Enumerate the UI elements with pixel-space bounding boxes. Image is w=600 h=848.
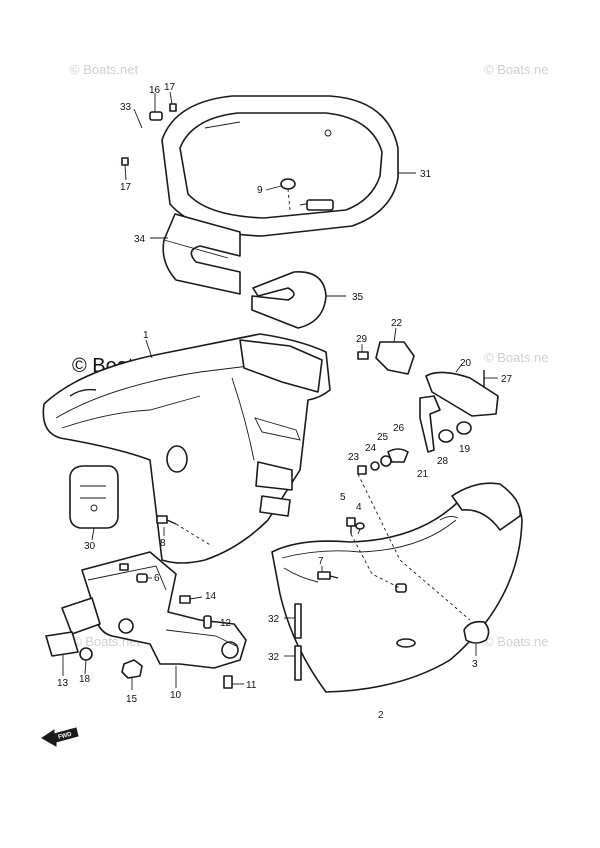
- callout-30: 30: [84, 541, 96, 552]
- callout-24: 24: [365, 443, 377, 454]
- callout-8: 8: [160, 538, 166, 549]
- part-6: [136, 573, 148, 583]
- hose-part-33: [110, 103, 177, 166]
- callout-17-bottom: 17: [120, 182, 132, 193]
- callout-20: 20: [460, 358, 472, 369]
- callout-13: 13: [57, 678, 69, 689]
- hardware-parts: [45, 517, 365, 689]
- bracket-part-21: [419, 395, 441, 453]
- watermark-mid-right: © Boats.ne: [484, 350, 549, 365]
- callout-26: 26: [393, 423, 405, 434]
- assembly-lines: [175, 188, 471, 621]
- callout-23: 23: [348, 452, 360, 463]
- callout-27: 27: [501, 374, 513, 385]
- foam-part-34: [162, 213, 241, 295]
- leader-lines: [62, 91, 498, 690]
- callout-25: 25: [377, 432, 389, 443]
- callout-31: 31: [420, 169, 432, 180]
- watermark-top-right: © Boats.ne: [484, 62, 549, 77]
- callout-labels: 33 16 17 17 9 31 34 35 1 22 29 20 27 26 …: [57, 82, 513, 721]
- screw-part-23: [357, 465, 367, 475]
- callout-3: 3: [472, 659, 478, 670]
- clip-part-17-bottom: [121, 157, 129, 166]
- callout-33: 33: [120, 102, 132, 113]
- callout-32-top: 32: [268, 614, 280, 625]
- callout-15: 15: [126, 694, 138, 705]
- part-14: [179, 595, 191, 604]
- part-13: [45, 631, 79, 657]
- lever-part-20: [425, 371, 499, 417]
- cover-part-30: [69, 465, 119, 529]
- callout-5: 5: [340, 492, 346, 503]
- clip-part-17-top: [169, 103, 177, 112]
- fwd-label: FWD: [58, 732, 73, 741]
- screw-part-7: [317, 571, 331, 580]
- callout-11: 11: [246, 680, 257, 691]
- callout-14: 14: [205, 591, 217, 602]
- callout-4: 4: [356, 502, 362, 513]
- part-26: [387, 448, 409, 463]
- callout-7: 7: [318, 556, 324, 567]
- watermark-top-center: © Boats.net: [70, 62, 139, 77]
- callout-2: 2: [378, 710, 384, 721]
- callout-35: 35: [352, 292, 364, 303]
- plug-part-3: [463, 620, 490, 644]
- part-28: [438, 429, 454, 443]
- callout-17-top: 17: [164, 82, 176, 93]
- callout-21: 21: [417, 469, 429, 480]
- grommet-part-9: [280, 178, 296, 190]
- callout-18: 18: [79, 674, 91, 685]
- callout-6: 6: [154, 573, 160, 584]
- screw-part-5: [346, 517, 356, 527]
- forward-arrow-icon: FWD: [41, 727, 79, 747]
- callout-34: 34: [134, 234, 146, 245]
- seal-frame-part-31: [161, 95, 399, 237]
- callout-10: 10: [170, 690, 182, 701]
- callout-32-bottom: 32: [268, 652, 280, 663]
- lower-cowling-part-1: [42, 333, 331, 564]
- bolt-part-11: [223, 675, 233, 689]
- callout-12: 12: [220, 618, 232, 629]
- strip-part-32-bottom: [294, 645, 302, 681]
- callout-9: 9: [257, 185, 263, 196]
- strip-part-32-top: [294, 603, 302, 639]
- callout-28: 28: [437, 456, 449, 467]
- washer-part-24: [370, 461, 380, 471]
- callout-1: 1: [143, 330, 149, 341]
- callout-16: 16: [149, 85, 161, 96]
- foam-part-35: [251, 271, 327, 329]
- part-12: [203, 615, 212, 629]
- latch-assembly: [357, 341, 499, 475]
- callout-19: 19: [459, 444, 471, 455]
- washer-part-25: [380, 455, 392, 467]
- watermark-bottom-right: © Boats.ne: [484, 634, 549, 649]
- screw-part-29: [357, 351, 369, 360]
- washer-part-4: [355, 522, 365, 530]
- part-18: [79, 647, 93, 661]
- bolt-part-8: [156, 515, 177, 525]
- callout-29: 29: [356, 334, 368, 345]
- lower-cowling-part-2: [271, 482, 523, 693]
- nut-part-15: [121, 659, 143, 679]
- bracket-part-10: [61, 551, 247, 669]
- latch-part-22: [375, 341, 415, 375]
- fitting-part-16: [149, 111, 163, 121]
- callout-22: 22: [391, 318, 403, 329]
- part-19: [456, 421, 472, 435]
